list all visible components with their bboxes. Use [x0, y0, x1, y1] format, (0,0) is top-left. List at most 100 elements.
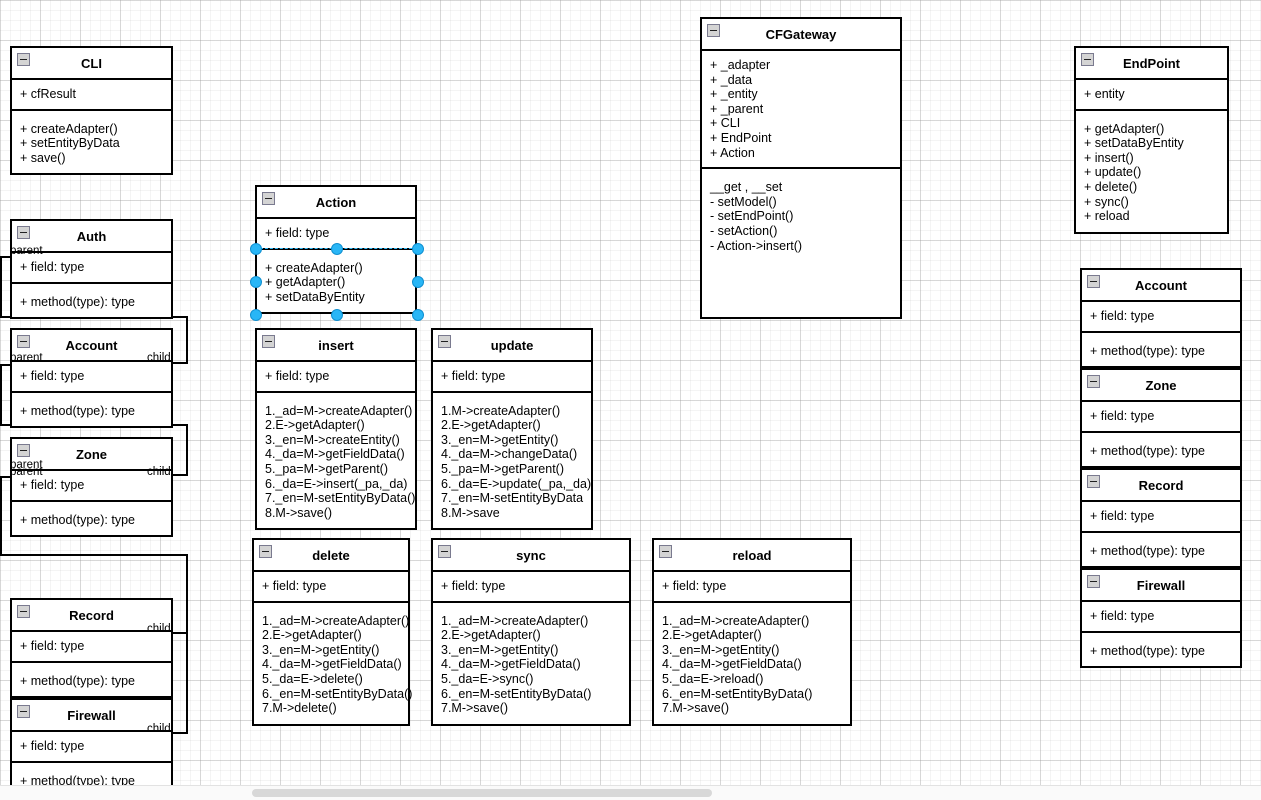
- collapse-minus-icon[interactable]: [707, 24, 720, 37]
- method-row: + method(type): type: [20, 294, 135, 309]
- attribute-row: + field: type: [441, 369, 506, 383]
- attribute-row: + _parent: [710, 101, 764, 116]
- collapse-minus-icon[interactable]: [17, 335, 30, 348]
- class-title-bar: Action: [257, 187, 415, 219]
- method-row: 4._da=M->getFieldData(): [441, 657, 581, 672]
- class-box-cli[interactable]: CLI+ cfResult+ createAdapter()+ setEntit…: [10, 46, 173, 176]
- association-line[interactable]: [0, 364, 2, 426]
- class-box-zone-right[interactable]: Zone+ field: type+ method(type): type: [1080, 368, 1242, 469]
- collapse-minus-icon[interactable]: [17, 226, 30, 239]
- attribute-row: + EndPoint: [710, 130, 772, 145]
- class-attributes-section: + field: type: [12, 471, 171, 502]
- class-title-bar: EndPoint: [1076, 48, 1227, 80]
- resize-handle-s[interactable]: [331, 309, 343, 321]
- resize-handle-e[interactable]: [412, 276, 424, 288]
- class-box-cfgateway[interactable]: CFGateway+ _adapter+ _data+ _entity+ _pa…: [700, 17, 902, 319]
- class-box-zone-left[interactable]: Zone+ field: type+ method(type): type: [10, 437, 173, 538]
- horizontal-scrollbar-track[interactable]: [0, 785, 1261, 800]
- collapse-minus-icon[interactable]: [17, 605, 30, 618]
- class-attributes-section: + cfResult: [12, 80, 171, 111]
- class-box-auth[interactable]: Auth + field: type + method(type): type: [10, 219, 173, 320]
- association-line[interactable]: [173, 732, 188, 734]
- association-line[interactable]: [173, 632, 188, 634]
- class-attributes-section: + field: type: [1082, 502, 1240, 533]
- method-row: + createAdapter(): [20, 121, 118, 136]
- resize-handle-nw[interactable]: [250, 243, 262, 255]
- method-row: + method(type): type: [1090, 443, 1205, 458]
- association-line[interactable]: [186, 316, 188, 364]
- collapse-minus-icon[interactable]: [262, 192, 275, 205]
- class-box-record-left[interactable]: Record+ field: type+ method(type): type: [10, 598, 173, 699]
- association-line[interactable]: [0, 256, 2, 318]
- collapse-minus-icon[interactable]: [17, 444, 30, 457]
- class-box-account-left[interactable]: Account+ field: type+ method(type): type: [10, 328, 173, 429]
- class-name: update: [490, 338, 534, 353]
- method-row: 3._en=M->getEntity(): [441, 432, 559, 447]
- collapse-minus-icon[interactable]: [262, 335, 275, 348]
- class-name: Auth: [76, 229, 107, 244]
- resize-handle-n[interactable]: [331, 243, 343, 255]
- method-row: + delete(): [1084, 179, 1138, 194]
- method-row: 1.M->createAdapter(): [441, 403, 561, 418]
- class-name: Record: [1138, 478, 1184, 493]
- collapse-minus-icon[interactable]: [1087, 275, 1100, 288]
- horizontal-scrollbar-thumb[interactable]: [252, 789, 712, 797]
- resize-handle-ne[interactable]: [412, 243, 424, 255]
- method-row: + save(): [20, 150, 66, 165]
- attribute-row: + field: type: [265, 369, 330, 383]
- class-methods-section: 1._ad=M->createAdapter()2.E->getAdapter(…: [654, 602, 850, 724]
- class-box-firewall-right[interactable]: Firewall+ field: type+ method(type): typ…: [1080, 568, 1242, 669]
- association-line[interactable]: [173, 362, 188, 364]
- association-line[interactable]: [0, 476, 10, 478]
- edge-label-parent: parent: [10, 245, 43, 257]
- method-row: 5._pa=M->getParent(): [265, 461, 388, 476]
- attribute-row: + field: type: [1090, 609, 1155, 623]
- association-line[interactable]: [186, 554, 188, 734]
- attribute-row: + _adapter: [710, 58, 771, 72]
- class-title-bar: update: [433, 330, 591, 362]
- resize-handle-se[interactable]: [412, 309, 424, 321]
- collapse-minus-icon[interactable]: [259, 545, 272, 558]
- class-title-bar: reload: [654, 540, 850, 572]
- resize-handle-sw[interactable]: [250, 309, 262, 321]
- association-line[interactable]: [0, 364, 10, 366]
- collapse-minus-icon[interactable]: [1087, 575, 1100, 588]
- association-line[interactable]: [173, 474, 188, 476]
- class-methods-section: + method(type): type: [1082, 332, 1240, 367]
- collapse-minus-icon[interactable]: [438, 335, 451, 348]
- class-attributes-section: + field: type: [654, 572, 850, 603]
- class-methods-section: 1._ad=M->createAdapter()2.E->getAdapter(…: [254, 602, 412, 724]
- attribute-row: + field: type: [20, 739, 85, 753]
- association-line[interactable]: [0, 554, 188, 556]
- class-title-bar: CLI: [12, 48, 171, 80]
- class-box-firewall-left[interactable]: Firewall+ field: type+ method(type): typ…: [10, 698, 173, 799]
- class-attributes-section: + field: type: [12, 253, 171, 284]
- collapse-minus-icon[interactable]: [1087, 475, 1100, 488]
- class-box-record-right[interactable]: Record+ field: type+ method(type): type: [1080, 468, 1242, 569]
- collapse-minus-icon[interactable]: [1081, 53, 1094, 66]
- class-box-account-right[interactable]: Account+ field: type+ method(type): type: [1080, 268, 1242, 369]
- resize-handle-w[interactable]: [250, 276, 262, 288]
- association-line[interactable]: [186, 424, 188, 476]
- association-line[interactable]: [0, 476, 2, 556]
- association-line[interactable]: [0, 256, 10, 258]
- collapse-minus-icon[interactable]: [438, 545, 451, 558]
- method-row: + getAdapter(): [1084, 121, 1165, 136]
- method-row: 8.M->save(): [265, 505, 333, 520]
- collapse-minus-icon[interactable]: [659, 545, 672, 558]
- method-row: 3._en=M->createEntity(): [265, 432, 400, 447]
- method-row: 7._en=M-setEntityByData(): [265, 491, 416, 506]
- collapse-minus-icon[interactable]: [1087, 375, 1100, 388]
- class-box-update[interactable]: update + field: type 1.M->createAdapter()2…: [431, 328, 593, 531]
- method-row: 2.E->getAdapter(): [441, 418, 541, 433]
- class-box-endpoint[interactable]: EndPoint+ entity+ getAdapter()+ setDataB…: [1074, 46, 1229, 234]
- collapse-minus-icon[interactable]: [17, 53, 30, 66]
- method-row: 7.M->save(): [662, 701, 730, 716]
- collapse-minus-icon[interactable]: [17, 705, 30, 718]
- method-row: 2.E->getAdapter(): [662, 628, 762, 643]
